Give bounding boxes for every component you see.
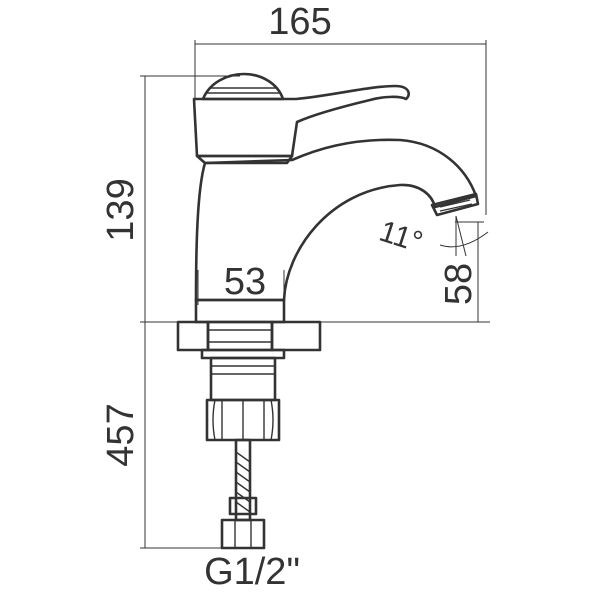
base-flange xyxy=(194,298,286,324)
dim-spout-clearance: 58 xyxy=(438,263,480,305)
spout xyxy=(194,138,478,302)
dim-overall-width: 165 xyxy=(268,1,331,43)
aerator xyxy=(430,192,480,217)
dim-base-width: 53 xyxy=(224,261,266,303)
countertop-section xyxy=(176,320,322,352)
handle-knob xyxy=(201,72,285,101)
mounting-hardware xyxy=(200,348,286,550)
dim-hose-length: 457 xyxy=(100,403,142,466)
dim-spout-angle: 11° xyxy=(375,215,426,260)
dim-thread: G1/2" xyxy=(204,551,300,593)
handle-cap xyxy=(192,84,410,158)
hose-end-nut xyxy=(220,518,266,550)
dim-body-height: 139 xyxy=(100,178,142,241)
